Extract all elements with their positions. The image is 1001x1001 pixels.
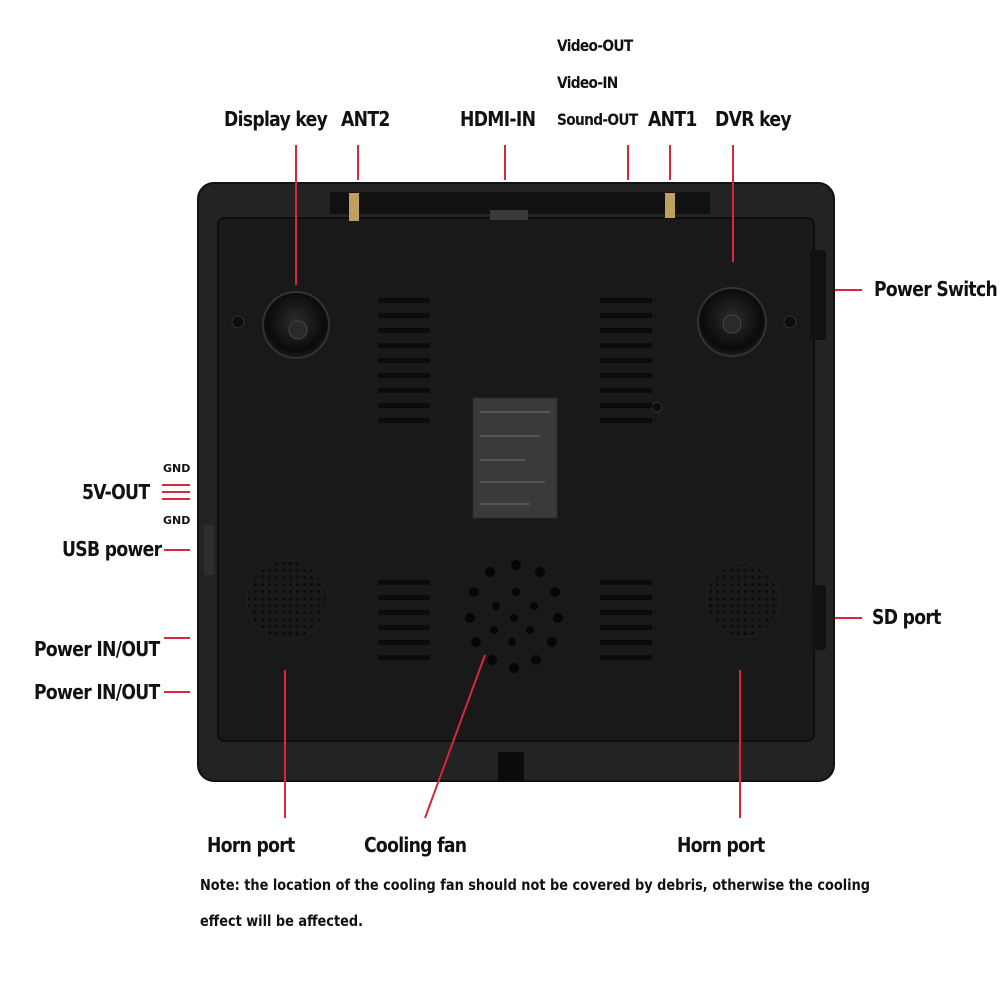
note-line-2: effect will be affected. bbox=[200, 912, 364, 930]
speaker-grille-right bbox=[705, 562, 781, 638]
vent-top-left bbox=[378, 298, 430, 423]
screw bbox=[651, 401, 663, 413]
label-ant2: ANT2 bbox=[341, 107, 390, 131]
label-video-out: Video-OUT bbox=[557, 36, 633, 55]
hdmi-connector bbox=[490, 210, 528, 220]
leader-lines bbox=[162, 145, 862, 819]
label-power-in-out-2: Power IN/OUT bbox=[34, 680, 160, 704]
bottom-tab bbox=[498, 752, 524, 782]
label-hdmi-in: HDMI-IN bbox=[460, 107, 536, 131]
label-video-in: Video-IN bbox=[557, 73, 618, 92]
cooling-fan-holes bbox=[465, 560, 563, 673]
ant2-connector bbox=[349, 193, 359, 221]
label-power-in-out-1: Power IN/OUT bbox=[34, 637, 160, 661]
label-gnd-top: GND bbox=[163, 462, 191, 475]
ant1-connector bbox=[665, 193, 675, 218]
top-connector-strip bbox=[330, 192, 710, 214]
label-gnd-bottom: GND bbox=[163, 514, 191, 527]
display-key-knob-center bbox=[288, 320, 308, 340]
vent-bottom-right bbox=[600, 580, 652, 660]
dvr-key-knob-center bbox=[722, 314, 742, 334]
power-switch-slot bbox=[810, 250, 826, 340]
label-power-switch: Power Switch bbox=[874, 277, 998, 301]
screw bbox=[783, 315, 797, 329]
label-sd-port: SD port bbox=[872, 605, 941, 629]
screw bbox=[231, 315, 245, 329]
label-5v-out: 5V-OUT bbox=[82, 480, 150, 504]
speaker-grille-left bbox=[246, 559, 328, 641]
label-cooling-fan: Cooling fan bbox=[364, 833, 467, 857]
label-display-key: Display key bbox=[224, 107, 328, 131]
leader-cooling-fan bbox=[424, 654, 486, 819]
vent-top-right bbox=[600, 298, 652, 423]
label-sound-out: Sound-OUT bbox=[557, 110, 638, 129]
label-horn-port-left: Horn port bbox=[207, 833, 295, 857]
label-usb-power: USB power bbox=[62, 537, 162, 561]
spec-sticker bbox=[472, 397, 558, 519]
label-ant1: ANT1 bbox=[648, 107, 697, 131]
label-dvr-key: DVR key bbox=[715, 107, 792, 131]
label-horn-port-right: Horn port bbox=[677, 833, 765, 857]
sd-port-slot bbox=[812, 585, 826, 650]
spec-sticker-lines bbox=[480, 411, 550, 505]
vent-bottom-left bbox=[378, 580, 430, 660]
usb-power-slot bbox=[204, 525, 214, 575]
note-line-1: Note: the location of the cooling fan sh… bbox=[200, 876, 870, 894]
